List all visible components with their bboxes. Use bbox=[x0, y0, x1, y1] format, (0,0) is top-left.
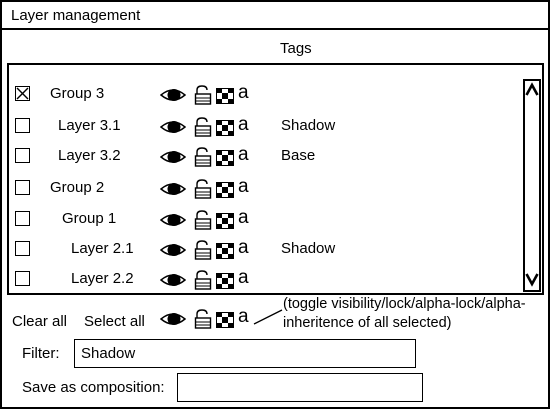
alpha-icon[interactable]: a bbox=[238, 144, 249, 165]
clear-all-button[interactable]: Clear all bbox=[12, 313, 68, 330]
layer-row-group-2[interactable]: Group 2 a bbox=[9, 172, 519, 202]
select-all-button[interactable]: Select all bbox=[84, 313, 145, 330]
checkerboard-icon[interactable] bbox=[216, 243, 234, 259]
eye-icon[interactable] bbox=[160, 213, 186, 227]
layer-tag: Shadow bbox=[281, 117, 336, 134]
title-bar: Layer management bbox=[2, 2, 548, 30]
layer-toggles: a bbox=[160, 176, 255, 200]
layer-toggles: a bbox=[160, 114, 255, 138]
layer-toggles: a bbox=[160, 267, 255, 291]
checkerboard-icon[interactable] bbox=[216, 213, 234, 229]
lock-icon[interactable] bbox=[194, 85, 212, 105]
scroll-down-arrow-icon[interactable] bbox=[525, 268, 539, 290]
layer-toggles: a bbox=[160, 144, 255, 168]
layer-row-layer-2-2[interactable]: Layer 2.2 a bbox=[9, 263, 519, 293]
scroll-up-arrow-icon[interactable] bbox=[525, 81, 539, 103]
list-scrollbar[interactable] bbox=[523, 79, 541, 292]
bulk-toggles: a bbox=[160, 306, 255, 330]
layer-toggles: a bbox=[160, 207, 255, 231]
lock-icon[interactable] bbox=[194, 179, 212, 199]
layer-toggles: a bbox=[160, 237, 255, 261]
checkerboard-icon[interactable] bbox=[216, 182, 234, 198]
filter-input[interactable] bbox=[74, 339, 416, 368]
eye-icon[interactable] bbox=[160, 120, 186, 134]
layer-name: Layer 3.2 bbox=[58, 147, 121, 164]
checkerboard-icon[interactable] bbox=[216, 312, 234, 328]
layer-name: Layer 2.1 bbox=[71, 240, 134, 257]
layer-row-layer-3-2[interactable]: Layer 3.2 a Base bbox=[9, 140, 519, 170]
alpha-icon[interactable]: a bbox=[238, 207, 249, 228]
save-composition-label: Save as composition: bbox=[22, 379, 165, 396]
row-checkbox[interactable] bbox=[15, 241, 30, 256]
bulk-actions-note: (toggle visibility/lock/alpha-lock/alpha… bbox=[283, 296, 526, 331]
checkerboard-icon[interactable] bbox=[216, 120, 234, 136]
lock-icon[interactable] bbox=[194, 240, 212, 260]
layer-name: Group 1 bbox=[62, 210, 117, 227]
layer-row-group-1[interactable]: Group 1 a bbox=[9, 203, 519, 233]
layer-name: Group 3 bbox=[50, 85, 105, 102]
alpha-icon[interactable]: a bbox=[238, 306, 249, 327]
alpha-icon[interactable]: a bbox=[238, 114, 249, 135]
alpha-icon[interactable]: a bbox=[238, 82, 249, 103]
checkmark-x-icon bbox=[16, 87, 29, 100]
lock-icon[interactable] bbox=[194, 270, 212, 290]
layer-row-layer-3-1[interactable]: Layer 3.1 a Shadow bbox=[9, 110, 519, 140]
annotation-leader-line bbox=[253, 309, 283, 325]
lock-icon[interactable] bbox=[194, 147, 212, 167]
eye-icon[interactable] bbox=[160, 312, 186, 326]
layer-row-group-3[interactable]: Group 3 a bbox=[9, 78, 519, 108]
row-checkbox[interactable] bbox=[15, 211, 30, 226]
lock-icon[interactable] bbox=[194, 309, 212, 329]
row-checkbox[interactable] bbox=[15, 271, 30, 286]
layer-name: Layer 3.1 bbox=[58, 117, 121, 134]
tags-column-header: Tags bbox=[280, 40, 312, 57]
alpha-icon[interactable]: a bbox=[238, 176, 249, 197]
layer-toggles: a bbox=[160, 82, 255, 106]
eye-icon[interactable] bbox=[160, 243, 186, 257]
bulk-actions-bar: Clear all Select all a (toggle visibilit… bbox=[2, 296, 548, 336]
layer-tag: Shadow bbox=[281, 240, 336, 257]
window-title: Layer management bbox=[11, 7, 141, 24]
row-checkbox[interactable] bbox=[15, 180, 30, 195]
eye-icon[interactable] bbox=[160, 273, 186, 287]
checkerboard-icon[interactable] bbox=[216, 150, 234, 166]
eye-icon[interactable] bbox=[160, 150, 186, 164]
alpha-icon[interactable]: a bbox=[238, 267, 249, 288]
filter-label: Filter: bbox=[22, 345, 60, 362]
checkerboard-icon[interactable] bbox=[216, 273, 234, 289]
row-checkbox[interactable] bbox=[15, 148, 30, 163]
lock-icon[interactable] bbox=[194, 210, 212, 230]
row-checkbox[interactable] bbox=[15, 86, 30, 101]
eye-icon[interactable] bbox=[160, 88, 186, 102]
save-composition-input[interactable] bbox=[177, 373, 423, 402]
alpha-icon[interactable]: a bbox=[238, 237, 249, 258]
layer-name: Layer 2.2 bbox=[71, 270, 134, 287]
layer-name: Group 2 bbox=[50, 179, 105, 196]
layer-tag: Base bbox=[281, 147, 316, 164]
eye-icon[interactable] bbox=[160, 182, 186, 196]
layer-list: Group 3 a Layer 3.1 a Shadow La bbox=[7, 63, 544, 295]
layer-row-layer-2-1[interactable]: Layer 2.1 a Shadow bbox=[9, 233, 519, 263]
row-checkbox[interactable] bbox=[15, 118, 30, 133]
lock-icon[interactable] bbox=[194, 117, 212, 137]
checkerboard-icon[interactable] bbox=[216, 88, 234, 104]
